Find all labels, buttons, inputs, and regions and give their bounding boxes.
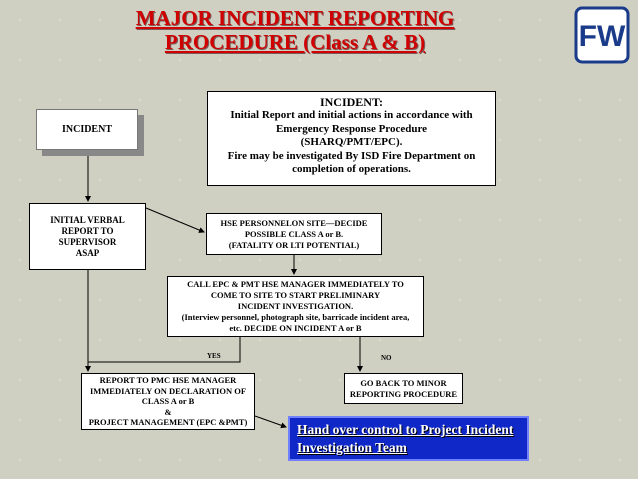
report-pmc-line: PROJECT MANAGEMENT (EPC &PMT) (88, 417, 248, 428)
report-pmc-line: CLASS A or B (141, 396, 195, 407)
incident-detail-line: completion of operations. (292, 163, 411, 175)
incident-detail-box: INCIDENT: Initial Report and initial act… (207, 91, 496, 186)
verbal-report-line: INITIAL VERBAL (50, 214, 125, 225)
hse-decide-line: (FATALITY OR LTI POTENTIAL) (228, 239, 360, 250)
incident-detail-line: INCIDENT: (319, 95, 384, 109)
report-pmc-box: REPORT TO PMC HSE MANAGER IMMEDIATELY ON… (81, 373, 255, 430)
call-epc-line: COME TO SITE TO START PRELIMINARY (210, 290, 381, 300)
report-pmc-line: REPORT TO PMC HSE MANAGER (99, 375, 237, 386)
edge-report-to-handover (254, 415, 287, 429)
verbal-report-line: SUPERVISOR (58, 236, 117, 247)
edge-label-yes: YES (207, 352, 221, 360)
logo-text: FW (579, 20, 626, 53)
title-line-1: MAJOR INCIDENT REPORTING (135, 6, 455, 30)
incident-label: INCIDENT (61, 124, 112, 135)
incident-box: INCIDENT (36, 109, 138, 150)
go-back-line: GO BACK TO MINOR (360, 377, 447, 388)
call-epc-line: INCIDENT INVESTIGATION. (237, 301, 354, 311)
call-epc-line: (Interview personnel, photograph site, b… (181, 312, 410, 322)
incident-detail-line: Initial Report and initial actions in ac… (230, 109, 473, 121)
verbal-report-box: INITIAL VERBAL REPORT TO SUPERVISOR ASAP (29, 203, 146, 270)
edge-label-no: NO (381, 354, 392, 362)
edge-verbal-to-hse (145, 207, 205, 233)
verbal-report-line: ASAP (75, 247, 100, 258)
incident-detail-line: Fire may be investigated By ISD Fire Dep… (227, 149, 476, 162)
page-title: MAJOR INCIDENT REPORTING PROCEDURE (Clas… (100, 6, 490, 54)
report-pmc-line: IMMEDIATELY ON DECLARATION OF (89, 385, 247, 396)
incident-detail-line: (SHARQ/PMT/EPC). (300, 136, 403, 148)
hse-decide-line: HSE PERSONNELON SITE—DECIDE (220, 217, 368, 228)
go-back-box: GO BACK TO MINOR REPORTING PROCEDURE (344, 373, 463, 404)
call-epc-box: CALL EPC & PMT HSE MANAGER IMMEDIATELY T… (167, 276, 424, 337)
hse-decide-line: POSSIBLE CLASS A or B. (244, 228, 344, 239)
hse-decide-box: HSE PERSONNELON SITE—DECIDE POSSIBLE CLA… (206, 213, 382, 255)
call-epc-line: etc. DECIDE ON INCIDENT A or B (229, 323, 362, 333)
call-epc-line: CALL EPC & PMT HSE MANAGER IMMEDIATELY T… (187, 279, 404, 289)
go-back-line: REPORTING PROCEDURE (349, 388, 458, 399)
incident-detail-line: Emergency Response Procedure (275, 122, 428, 135)
report-pmc-line: & (164, 406, 172, 417)
title-line-2: PROCEDURE (Class A & B) (164, 30, 426, 54)
verbal-report-line: REPORT TO (61, 225, 114, 236)
edge-call-yes (88, 337, 241, 363)
handover-box: Hand over control to Project Incident In… (288, 416, 529, 461)
handover-line: Hand over control to Project Incident (297, 422, 514, 437)
handover-line: Investigation Team (297, 440, 407, 455)
fw-logo-icon: FW (574, 6, 630, 64)
